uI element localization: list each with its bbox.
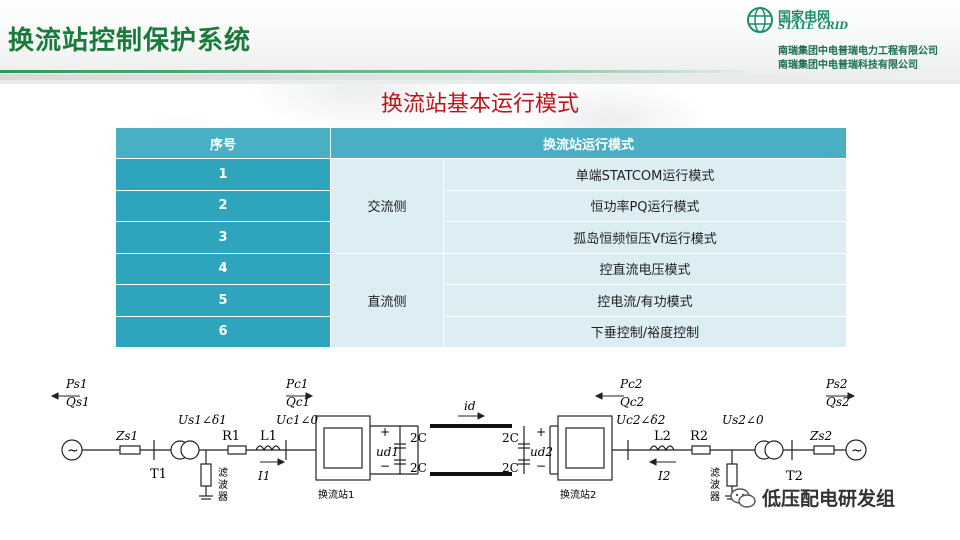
label-pc2: Pc2 xyxy=(619,377,642,391)
label-ud1: ud1 xyxy=(376,445,399,459)
filter1-char-2: 波 xyxy=(218,478,228,491)
row-number: 6 xyxy=(116,316,331,348)
row-mode: 单端STATCOM运行模式 xyxy=(444,159,846,191)
label-plus-left: + xyxy=(380,425,390,439)
label-qc1: Qc1 xyxy=(286,395,310,409)
row-mode: 控电流/有功模式 xyxy=(444,285,846,317)
filter2-char-2: 波 xyxy=(710,478,720,491)
label-qc2: Qc2 xyxy=(620,395,644,409)
label-id: id xyxy=(464,399,476,413)
label-plus-right: + xyxy=(536,425,546,439)
label-minus-right: − xyxy=(536,459,546,473)
row-number: 4 xyxy=(116,253,331,285)
wechat-icon xyxy=(730,487,756,508)
page-title: 换流站控制保护系统 xyxy=(8,26,252,56)
label-station2: 换流站2 xyxy=(560,488,596,501)
state-grid-logo-icon xyxy=(747,7,773,33)
label-l2: L2 xyxy=(654,429,671,444)
label-c-right-top: 2C xyxy=(502,431,519,445)
label-ps1: Ps1 xyxy=(65,377,88,391)
label-zs2: Zs2 xyxy=(809,429,832,443)
row-mode: 恒功率PQ运行模式 xyxy=(444,190,846,222)
operating-mode-table: 序号 换流站运行模式 1 交流侧 单端STATCOM运行模式 2 恒功率PQ运行… xyxy=(116,128,846,348)
filter2-char-1: 滤 xyxy=(710,466,720,479)
label-c-right-bottom: 2C xyxy=(502,461,519,475)
label-us2: Us2∠0 xyxy=(722,413,764,427)
row-mode: 控直流电压模式 xyxy=(444,253,846,285)
table-row: 6 下垂控制/裕度控制 xyxy=(116,316,846,348)
company-name-1: 南瑞集团中电普瑞电力工程有限公司 xyxy=(778,46,938,57)
row-mode: 孤岛恒频恒压Vf运行模式 xyxy=(444,222,846,254)
table-row: 2 恒功率PQ运行模式 xyxy=(116,190,846,222)
table-row: 5 控电流/有功模式 xyxy=(116,285,846,317)
label-c-left-top: 2C xyxy=(410,431,427,445)
table-row: 3 孤岛恒频恒压Vf运行模式 xyxy=(116,222,846,254)
label-uc2: Uc2∠δ2 xyxy=(616,413,665,427)
label-station1: 换流站1 xyxy=(318,488,354,501)
label-qs2: Qs2 xyxy=(826,395,850,409)
label-uc1: Uc1∠0 xyxy=(276,413,319,427)
row-number: 5 xyxy=(116,285,331,317)
filter1-char-1: 滤 xyxy=(218,466,228,479)
label-pc1: Pc1 xyxy=(285,377,308,391)
filter2-char-3: 器 xyxy=(710,491,720,503)
table-row: 1 交流侧 单端STATCOM运行模式 xyxy=(116,159,846,254)
company-name-2: 南瑞集团中电普瑞科技有限公司 xyxy=(778,60,918,71)
section-subtitle: 换流站基本运行模式 xyxy=(380,92,579,117)
logo-english-text: STATE GRID xyxy=(778,21,849,32)
label-r1: R1 xyxy=(222,429,240,444)
source-right-icon: ~ xyxy=(851,443,863,459)
watermark-text: 低压配电研发组 xyxy=(762,488,896,510)
label-qs1: Qs1 xyxy=(66,395,90,409)
label-ud2: ud2 xyxy=(530,445,553,459)
header-divider xyxy=(0,70,760,73)
row-number: 3 xyxy=(116,222,331,254)
filter1-char-3: 器 xyxy=(218,491,228,503)
label-i1: I1 xyxy=(257,469,270,483)
header-number: 序号 xyxy=(116,128,331,159)
side-ac: 交流侧 xyxy=(331,159,444,254)
label-us1: Us1∠δ1 xyxy=(178,413,227,427)
row-number: 1 xyxy=(116,159,331,191)
table-header-row: 序号 换流站运行模式 xyxy=(116,128,846,159)
label-ps2: Ps2 xyxy=(825,377,848,391)
label-zs1: Zs1 xyxy=(115,429,138,443)
header-shadow-band xyxy=(0,74,960,80)
logo-chinese-text: 国家电网 xyxy=(778,10,831,25)
wechat-watermark: 低压配电研发组 xyxy=(730,484,895,511)
label-r2: R2 xyxy=(690,429,708,444)
label-c-left-bottom: 2C xyxy=(410,461,427,475)
label-t1: T1 xyxy=(150,467,167,482)
side-dc: 直流侧 xyxy=(331,253,444,348)
label-minus-left: − xyxy=(380,459,390,473)
label-t2: T2 xyxy=(786,469,803,484)
source-left-icon: ~ xyxy=(67,443,79,459)
row-mode: 下垂控制/裕度控制 xyxy=(444,316,846,348)
label-i2: I2 xyxy=(657,469,670,483)
table-row: 4 直流侧 控直流电压模式 xyxy=(116,253,846,348)
header-mode: 换流站运行模式 xyxy=(331,128,846,159)
header: 换流站控制保护系统 国家电网 STATE GRID 南瑞集团中电普瑞电力工程有限… xyxy=(0,0,960,84)
label-l1: L1 xyxy=(260,429,277,444)
row-number: 2 xyxy=(116,190,331,222)
